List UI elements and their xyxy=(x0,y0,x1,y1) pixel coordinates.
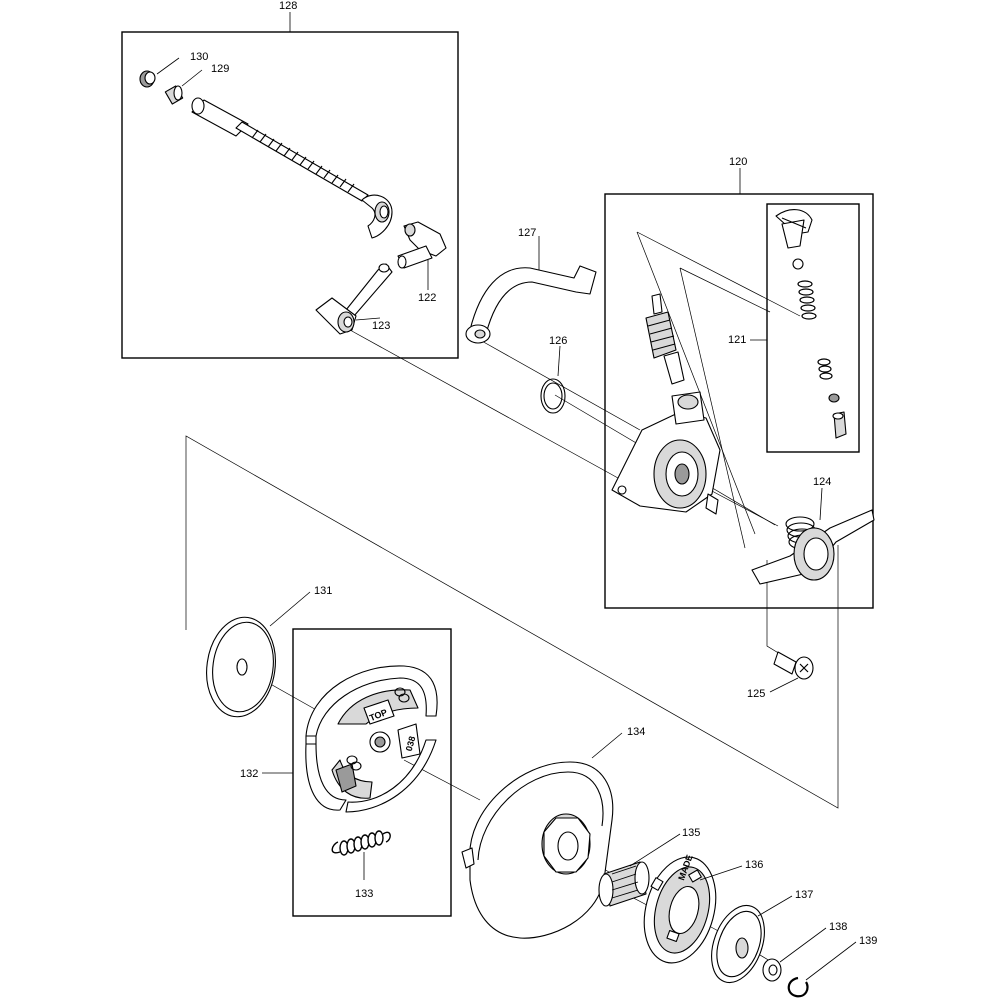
part-125-screw xyxy=(773,651,814,680)
callout-121: 121 xyxy=(728,334,746,346)
callout-125: 125 xyxy=(747,688,765,700)
callout-122: 122 xyxy=(418,292,436,304)
callout-123: 123 xyxy=(372,320,390,332)
part-129-bushing xyxy=(164,85,184,105)
callout-132: 132 xyxy=(240,768,258,780)
part-134-clutch-drum xyxy=(461,761,614,939)
callout-127: 127 xyxy=(518,227,536,239)
callout-120: 120 xyxy=(729,156,747,168)
oil-pump-worm-gear xyxy=(645,293,685,385)
part-123-oil-line xyxy=(315,263,393,335)
oil-pump-shaft xyxy=(191,97,393,239)
part-139-e-clip xyxy=(787,976,809,998)
callout-126: 126 xyxy=(549,335,567,347)
clutch-038-marking: 038 xyxy=(404,735,418,752)
part-135-needle-bearing xyxy=(598,861,650,907)
callout-labels: 128 130 129 120 127 126 121 122 123 124 … xyxy=(190,0,877,947)
part-132-clutch: TOP 038 xyxy=(305,665,438,813)
part-122-elbow-fitting xyxy=(397,221,447,269)
callout-136: 136 xyxy=(745,859,763,871)
oil-pump-housing xyxy=(611,391,721,515)
part-133-spring xyxy=(331,830,391,856)
part-131-washer xyxy=(206,616,276,718)
callout-139: 139 xyxy=(859,935,877,947)
group-box-120 xyxy=(604,193,874,609)
part-136-sprocket: MADE xyxy=(643,853,717,964)
part-130-plug xyxy=(139,70,156,88)
part-126-o-ring xyxy=(540,378,566,414)
callout-131: 131 xyxy=(314,585,332,597)
part-127-oil-hose xyxy=(465,265,597,344)
callout-134: 134 xyxy=(627,726,645,738)
leader-lines xyxy=(156,12,857,981)
callout-130: 130 xyxy=(190,51,208,63)
group-box-128 xyxy=(121,31,459,359)
callout-138: 138 xyxy=(829,921,847,933)
callout-133: 133 xyxy=(355,888,373,900)
callout-128: 128 xyxy=(279,0,297,12)
callout-124: 124 xyxy=(813,476,831,488)
callout-135: 135 xyxy=(682,827,700,839)
group-box-121 xyxy=(766,203,860,453)
callout-137: 137 xyxy=(795,889,813,901)
part-138-washer xyxy=(762,958,782,982)
callout-129: 129 xyxy=(211,63,229,75)
group-box-132 xyxy=(292,628,452,917)
part-121-adjuster-screw xyxy=(775,209,847,439)
part-124-guide-plate xyxy=(751,509,875,585)
part-137-washer xyxy=(711,904,765,984)
